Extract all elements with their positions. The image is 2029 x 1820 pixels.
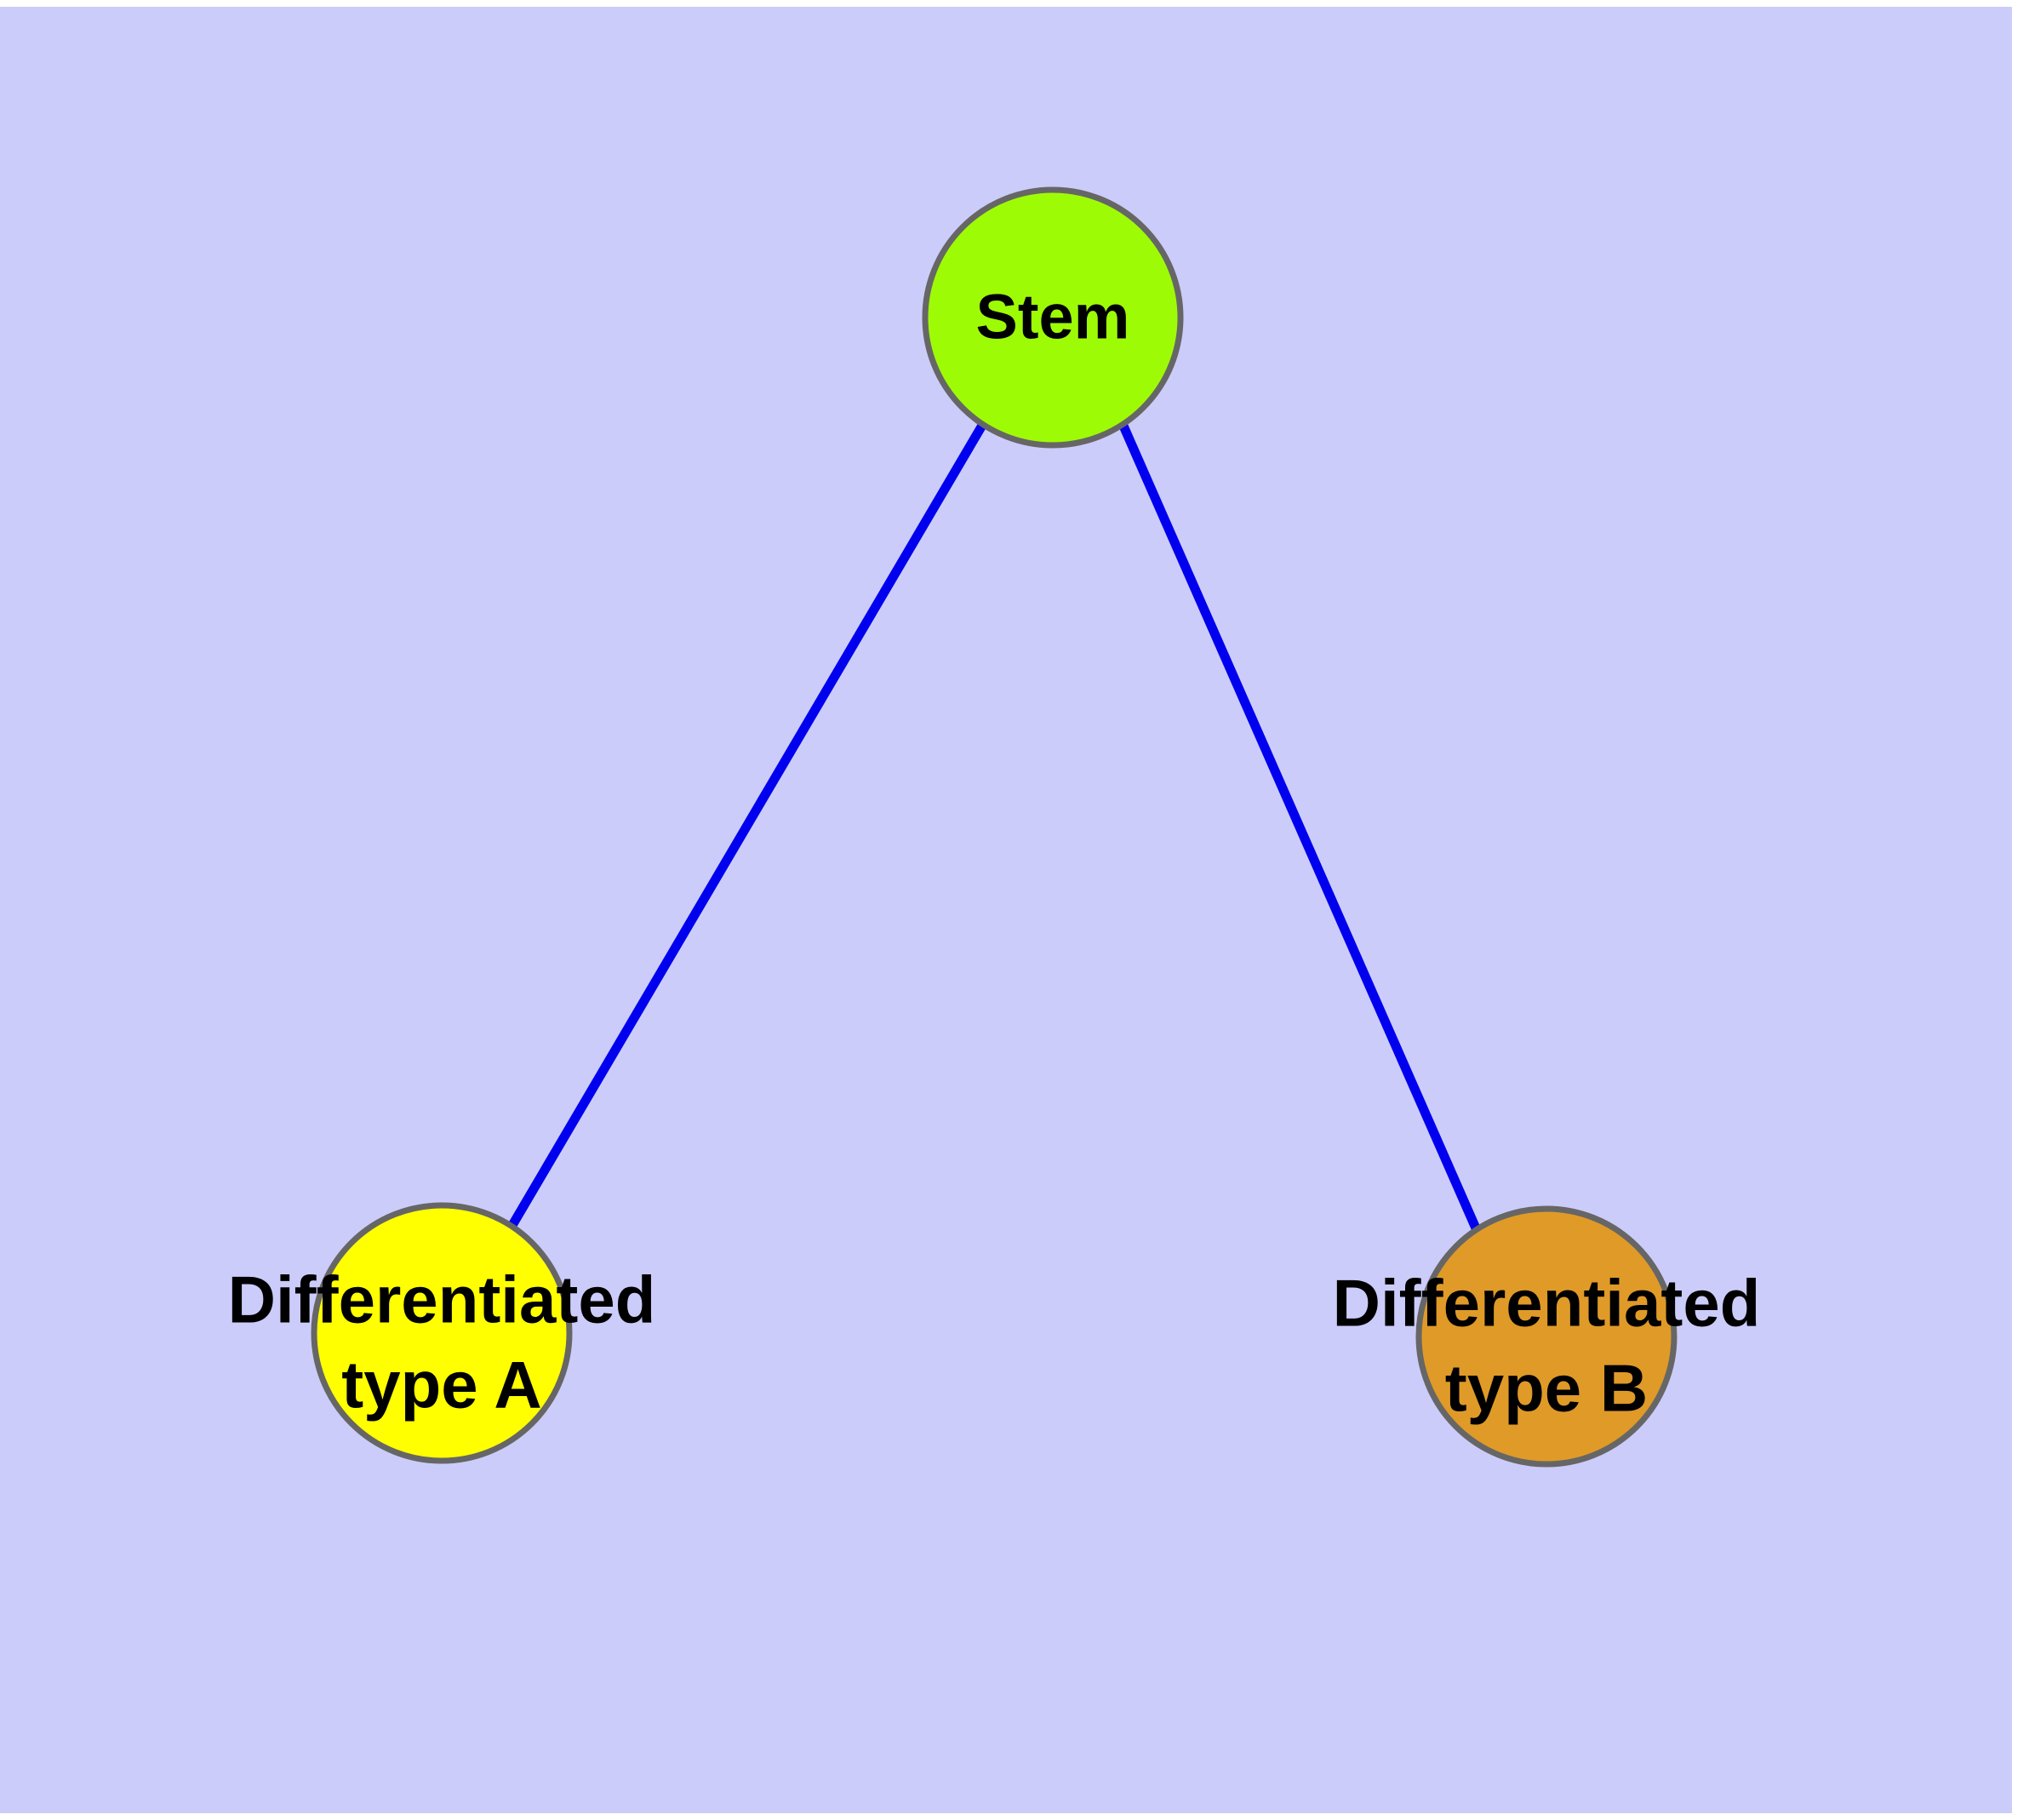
- node-differentiated-type-b-circle[interactable]: [1415, 1205, 1677, 1468]
- node-differentiated-type-a-label-line1: Differentiated: [228, 1262, 656, 1337]
- node-differentiated-type-b-label-line2: type B: [1445, 1351, 1648, 1426]
- node-link-graph: Stem Differentiated type A Differentiate…: [228, 186, 1761, 1468]
- edges-group: [507, 421, 1482, 1233]
- nodes-group: Stem Differentiated type A Differentiate…: [228, 186, 1761, 1468]
- node-differentiated-type-b-label-line1: Differentiated: [1333, 1266, 1761, 1341]
- node-stem-label: Stem: [976, 282, 1130, 352]
- node-differentiated-type-b[interactable]: Differentiated type B: [1333, 1205, 1761, 1468]
- node-differentiated-type-a-label-line2: type A: [341, 1348, 542, 1422]
- edge-stem-to-differentiated-type-a[interactable]: [507, 421, 987, 1229]
- edge-stem-to-differentiated-type-b[interactable]: [1117, 421, 1482, 1233]
- node-differentiated-type-a-circle[interactable]: [311, 1202, 573, 1464]
- node-stem[interactable]: Stem: [922, 186, 1184, 449]
- diagram-plot-area: Stem Differentiated type A Differentiate…: [0, 7, 2012, 1813]
- node-differentiated-type-a[interactable]: Differentiated type A: [228, 1202, 656, 1464]
- node-stem-circle[interactable]: [922, 186, 1184, 449]
